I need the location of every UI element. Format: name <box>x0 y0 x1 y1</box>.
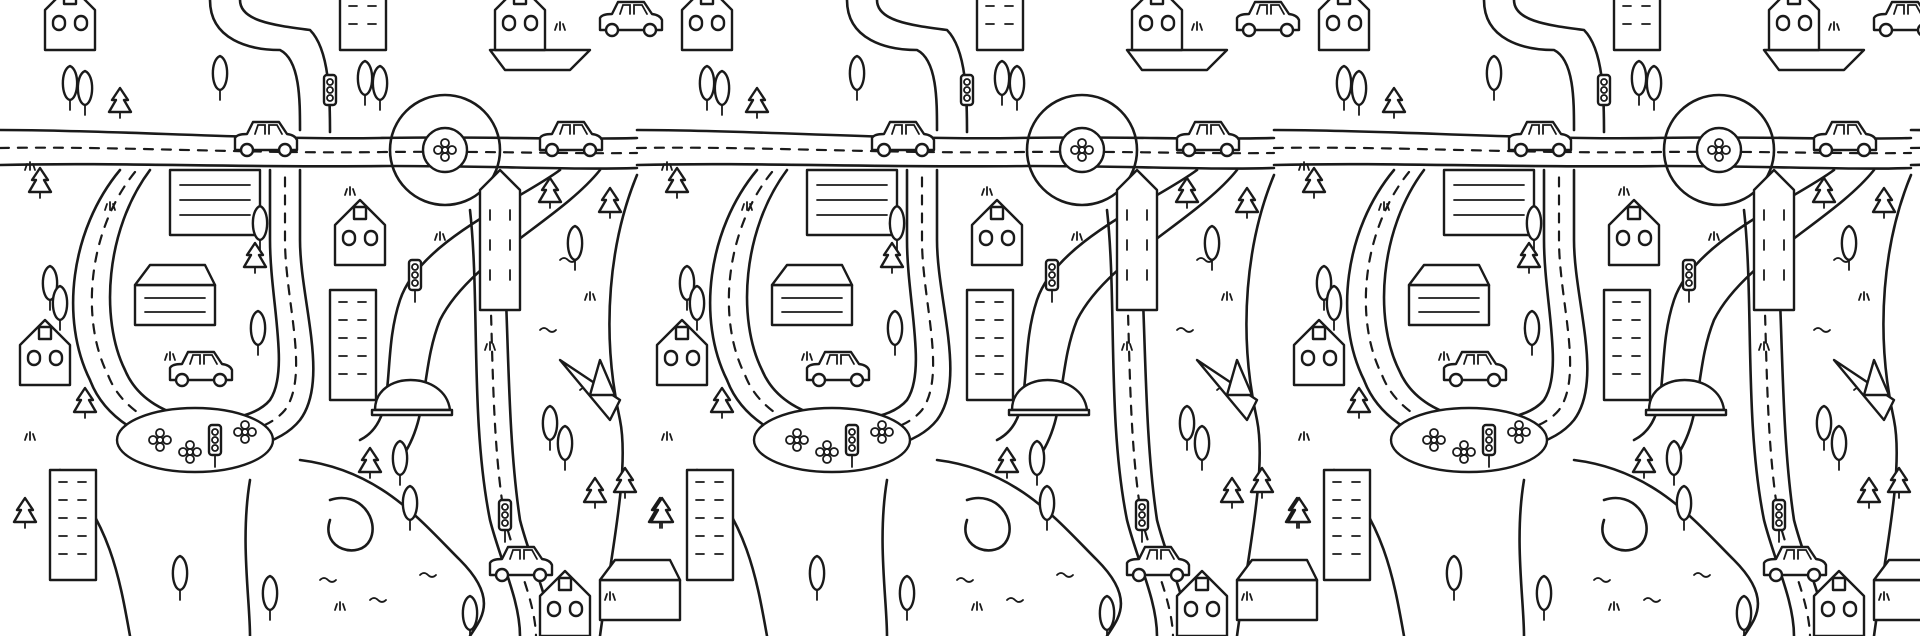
city-map-pattern <box>0 0 1920 636</box>
